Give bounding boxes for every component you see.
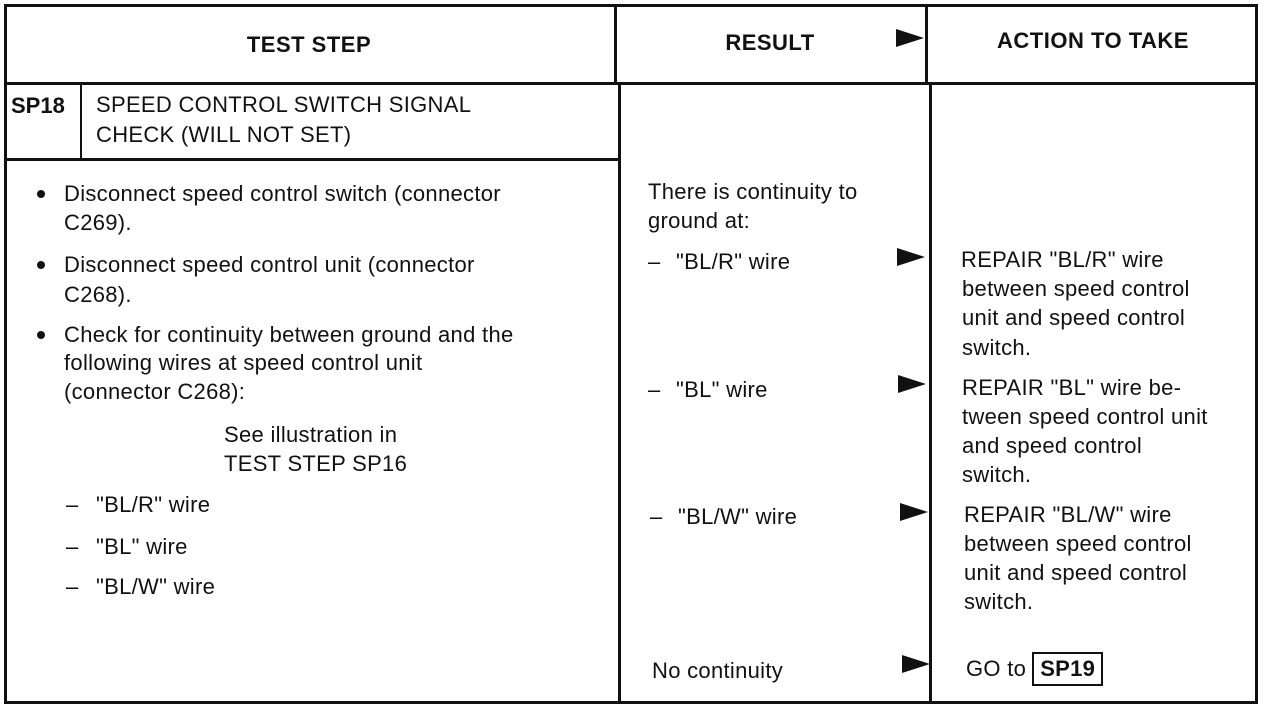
action-repair-blw-line4: switch. [964, 589, 1034, 614]
step-id: SP18 [11, 93, 65, 118]
header-test-step: TEST STEP [246, 32, 372, 57]
instruction-1-line2: C269). [64, 210, 132, 235]
step-title-line2: CHECK (WILL NOT SET) [96, 122, 352, 147]
goto-label: GO to [966, 656, 1027, 681]
step-id-divider [80, 84, 82, 160]
header-divider [4, 82, 1258, 85]
action-repair-blw-line1: REPAIR "BL/W" wire [964, 502, 1172, 527]
instruction-wire-bl: "BL" wire [96, 534, 188, 559]
result-intro-line2: ground at: [648, 208, 751, 233]
dash-marker: – [648, 249, 661, 274]
instruction-3-line1: Check for continuity between ground and … [64, 322, 514, 347]
result-arrow-icon [898, 375, 926, 393]
dash-marker: – [66, 534, 79, 559]
column-divider-result-body [618, 84, 621, 704]
result-wire-blw: "BL/W" wire [678, 504, 798, 529]
goto-target-box[interactable]: SP19 [1032, 652, 1104, 686]
bullet-icon [37, 190, 45, 198]
result-wire-bl: "BL" wire [676, 377, 768, 402]
action-repair-bl-line3: and speed control [962, 433, 1143, 458]
action-repair-bl-line4: switch. [962, 462, 1032, 487]
instruction-2-line2: C268). [64, 282, 132, 307]
header-action: ACTION TO TAKE [997, 28, 1189, 53]
column-divider-result [614, 4, 617, 84]
action-repair-blr-line2: between speed control [962, 276, 1190, 301]
header-arrow-icon [896, 29, 924, 47]
result-arrow-icon [900, 503, 928, 521]
instruction-wire-blr: "BL/R" wire [96, 492, 211, 517]
dash-marker: – [66, 492, 79, 517]
action-repair-blr-line3: unit and speed control [962, 305, 1186, 330]
column-divider-action [925, 4, 928, 84]
action-repair-blw-line3: unit and speed control [964, 560, 1188, 585]
illustration-ref-line2: TEST STEP SP16 [224, 451, 408, 476]
action-repair-blr-line1: REPAIR "BL/R" wire [961, 247, 1164, 272]
bullet-icon [37, 261, 45, 269]
procedure-table [4, 4, 1258, 704]
action-repair-blw-line2: between speed control [964, 531, 1192, 556]
instruction-3-line3: (connector C268): [64, 379, 246, 404]
result-no-continuity: No continuity [652, 658, 784, 683]
instruction-1-line1: Disconnect speed control switch (connect… [64, 181, 501, 206]
instruction-2-line1: Disconnect speed control unit (connector [64, 252, 475, 277]
instruction-wire-blw: "BL/W" wire [96, 574, 216, 599]
result-wire-blr: "BL/R" wire [676, 249, 791, 274]
instruction-3-line2: following wires at speed control unit [64, 350, 423, 375]
result-arrow-icon [897, 248, 925, 266]
dash-marker: – [648, 377, 661, 402]
step-title-line1: SPEED CONTROL SWITCH SIGNAL [96, 92, 472, 117]
illustration-ref-line1: See illustration in [224, 422, 398, 447]
dash-marker: – [650, 504, 663, 529]
dash-marker: – [66, 574, 79, 599]
bullet-icon [37, 331, 45, 339]
result-intro-line1: There is continuity to [648, 179, 858, 204]
column-divider-action-body [929, 84, 932, 704]
action-repair-blr-line4: switch. [962, 335, 1032, 360]
result-arrow-icon [902, 655, 930, 673]
header-result: RESULT [725, 30, 815, 55]
action-repair-bl-line2: tween speed control unit [962, 404, 1208, 429]
action-repair-bl-line1: REPAIR "BL" wire be- [962, 375, 1182, 400]
step-title-divider [4, 158, 618, 161]
